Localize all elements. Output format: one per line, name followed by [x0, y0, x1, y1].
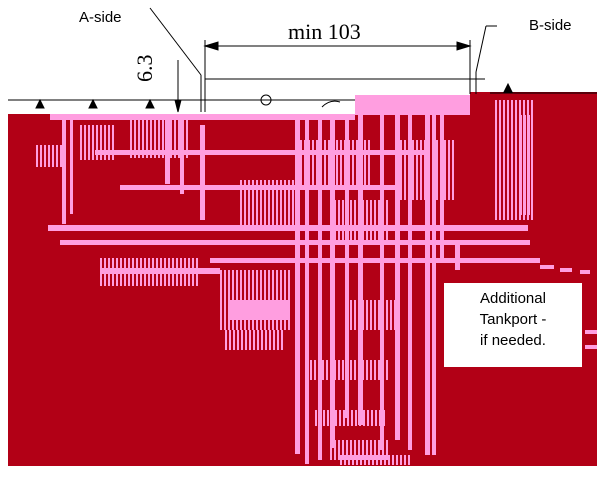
internal-channels	[36, 95, 597, 465]
note-line-2: Tankport -	[479, 311, 547, 328]
note-line-3: if needed.	[480, 332, 546, 349]
note-line-1: Additional	[480, 290, 546, 307]
b-side-label: B-side	[529, 17, 572, 34]
dimension-main-label: min 103	[288, 19, 361, 44]
dimension-lines	[8, 7, 597, 113]
tankport-note: Additional Tankport - if needed.	[444, 283, 582, 367]
a-side-label: A-side	[79, 9, 122, 26]
dimension-offset-label: 6.3	[132, 54, 157, 83]
